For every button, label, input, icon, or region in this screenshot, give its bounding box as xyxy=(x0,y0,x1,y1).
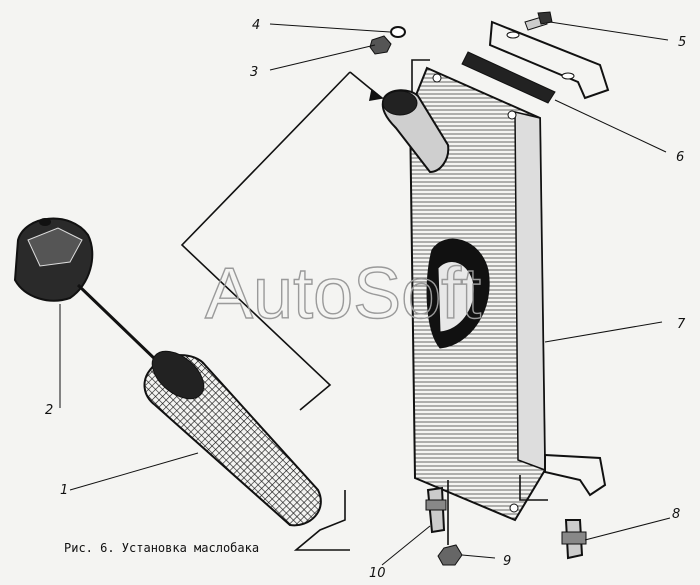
mounting-bracket-bottom xyxy=(544,453,607,497)
callout-4: 4 xyxy=(252,18,260,33)
callout-5: 5 xyxy=(678,35,686,50)
callout-3: 3 xyxy=(250,65,258,80)
watermark: AutoSoft xyxy=(205,254,481,334)
oil-tank xyxy=(381,66,547,522)
assembly-path-lines xyxy=(180,59,548,551)
figure-caption: Рис. 6. Установка маслобака xyxy=(64,541,259,555)
callout-7: 7 xyxy=(677,317,686,332)
callout-2: 2 xyxy=(45,403,53,418)
callout-10: 10 xyxy=(369,566,386,581)
washer xyxy=(390,26,406,38)
drain-plug xyxy=(437,544,463,566)
bolt xyxy=(524,11,553,31)
drain-fitting xyxy=(425,486,447,534)
mesh-strainer xyxy=(143,350,322,527)
callout-6: 6 xyxy=(676,150,684,165)
leader-lines xyxy=(59,21,671,566)
nut xyxy=(369,35,392,55)
mounting-bracket xyxy=(488,20,610,100)
outlet-fitting xyxy=(561,519,587,560)
callout-9: 9 xyxy=(503,554,511,569)
filler-cap xyxy=(13,217,160,364)
callout-1: 1 xyxy=(60,483,68,498)
callout-8: 8 xyxy=(672,507,680,522)
gasket-strip xyxy=(461,51,556,104)
